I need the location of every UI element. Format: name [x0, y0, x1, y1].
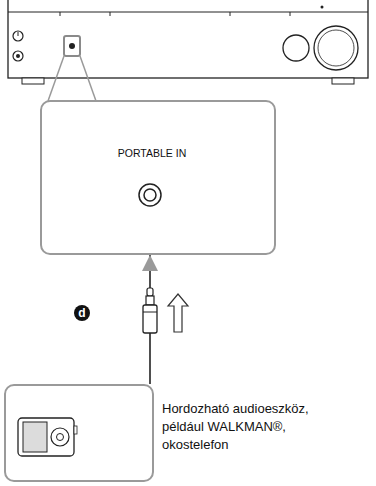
plug-body — [143, 305, 157, 333]
volume-knob — [314, 26, 358, 70]
jack-hole — [69, 43, 75, 49]
device-screen — [23, 422, 47, 452]
callout-box: PORTABLE IN — [40, 100, 276, 255]
device-box: Hordozható audioeszköz, például WALKMAN®… — [4, 384, 154, 482]
jack-symbol — [139, 184, 161, 206]
leader-line — [48, 56, 64, 101]
device-pad — [51, 428, 69, 446]
plug-tip — [147, 288, 153, 296]
jack-symbol — [144, 189, 156, 201]
device-button — [74, 426, 77, 434]
jack-label: PORTABLE IN — [42, 144, 262, 162]
panel-tick — [110, 12, 111, 16]
panel-tick — [290, 12, 291, 16]
phones-jack — [16, 54, 20, 58]
indicator-dot — [321, 6, 324, 9]
device-pad — [57, 434, 64, 441]
receiver-foot — [22, 78, 44, 84]
power-symbol — [18, 32, 19, 36]
device-body — [18, 418, 74, 456]
input-knob — [283, 35, 309, 61]
plug-ring — [146, 296, 154, 305]
device-caption: Hordozható audioeszköz, például WALKMAN®… — [162, 400, 334, 454]
phones-jack — [13, 51, 23, 61]
power-button — [13, 31, 23, 41]
panel-tick — [230, 12, 231, 16]
plug-grip — [143, 312, 157, 313]
callout-number: d — [74, 305, 90, 321]
volume-knob — [318, 30, 354, 66]
panel-tick — [60, 12, 61, 16]
receiver-body — [8, 0, 368, 78]
receiver-foot — [332, 78, 354, 84]
jack-highlight — [64, 36, 80, 56]
direction-arrow — [168, 294, 188, 332]
panel-line — [8, 12, 368, 13]
leader-line — [80, 56, 96, 101]
